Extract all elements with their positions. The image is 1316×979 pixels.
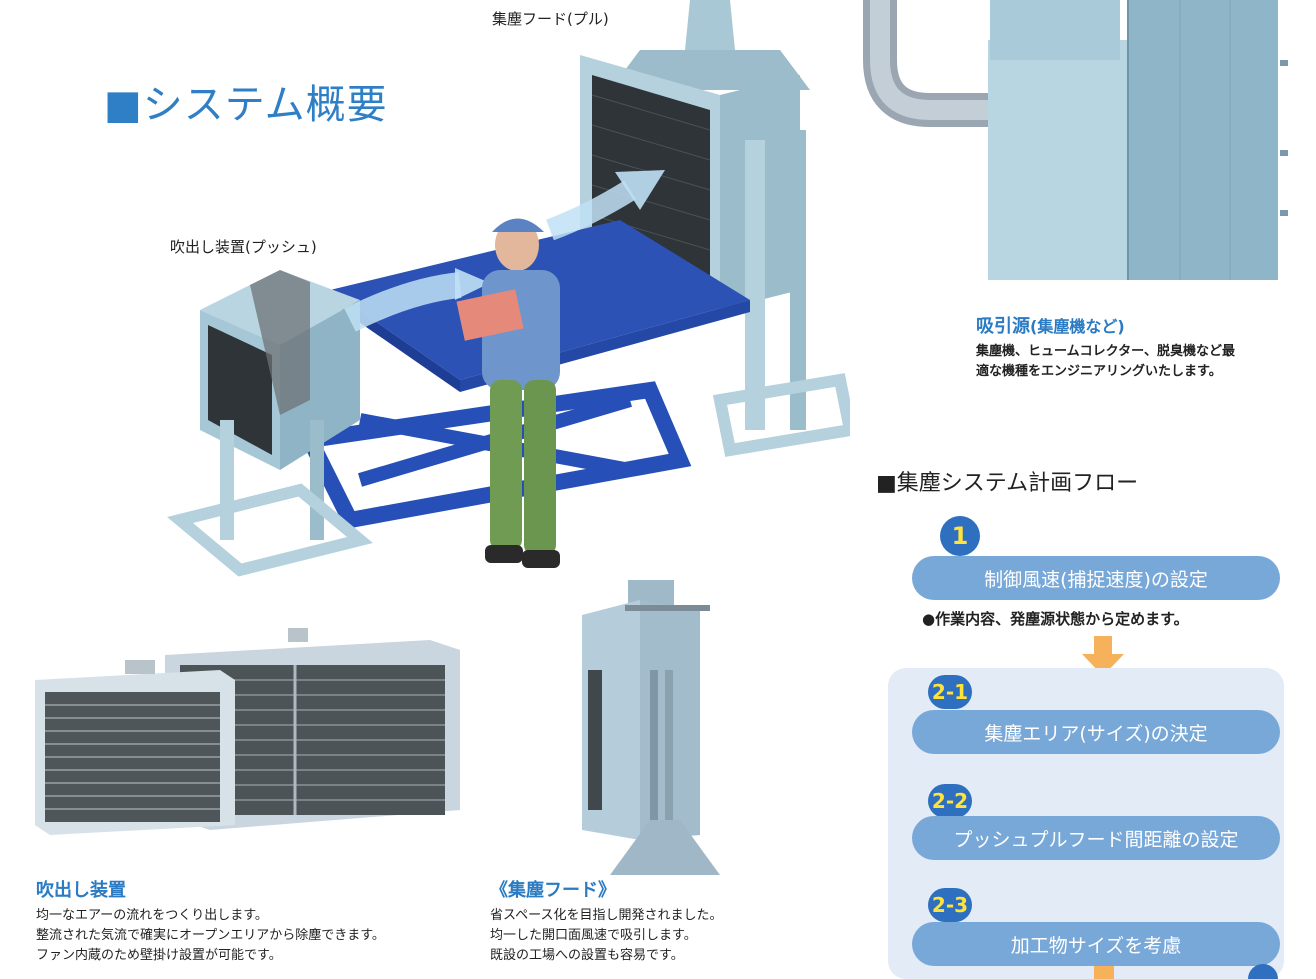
push-unit-description: 均一なエアーの流れをつくり出します。 整流された気流で確実にオープンエリアから除… — [36, 906, 385, 966]
step-1-badge: 1 — [940, 516, 980, 556]
push-unit-line-2: 整流された気流で確実にオープンエリアから除塵できます。 — [36, 928, 385, 943]
source-line-2: 適な機種をエンジニアリングいたします。 — [976, 364, 1222, 379]
push-unit-line-3: ファン内蔵のため壁掛け設置が可能です。 — [36, 948, 282, 963]
step-1-note: ●作業内容、発塵源状態から定めます。 — [922, 610, 1189, 628]
source-title: 吸引源(集塵機など) — [976, 312, 1125, 338]
push-label: 吹出し装置(プッシュ) — [170, 238, 317, 256]
push-unit-photo — [30, 620, 470, 850]
source-description: 集塵機、ヒュームコレクター、脱臭機など最 適な機種をエンジニアリングいたします。 — [976, 342, 1235, 382]
step-2-1-pill: 集塵エリア(サイズ)の決定 — [912, 710, 1280, 754]
step-1-pill: 制御風速(捕捉速度)の設定 — [912, 556, 1280, 600]
flow-arrow-continue-icon — [1094, 966, 1114, 979]
step-2-1-badge: 2-1 — [928, 675, 972, 709]
hood-label: 集塵フード(プル) — [492, 10, 609, 28]
push-unit-line-1: 均一なエアーの流れをつくり出します。 — [36, 908, 268, 923]
source-title-sub: (集塵機など) — [1030, 317, 1125, 336]
step-2-2-pill: プッシュプルフード間距離の設定 — [912, 816, 1280, 860]
push-unit-title: 吹出し装置 — [36, 880, 126, 901]
hood-unit-title: 《集塵フード》 — [490, 880, 616, 901]
step-2-3-pill: 加工物サイズを考慮 — [912, 922, 1280, 966]
push-pull-illustration — [160, 0, 850, 590]
hood-unit-line-3: 既設の工場への設置も容易です。 — [490, 948, 684, 963]
hood-photo — [570, 580, 720, 875]
source-title-main: 吸引源 — [976, 316, 1030, 337]
flow-arrow-down-icon — [1082, 636, 1124, 676]
dust-collector-illustration — [850, 0, 1316, 290]
source-line-1: 集塵機、ヒュームコレクター、脱臭機など最 — [976, 344, 1235, 359]
flow-heading: ■集塵システム計画フロー — [876, 471, 1139, 496]
next-step-badge-partial-icon — [1248, 962, 1278, 979]
hood-unit-description: 省スペース化を目指し開発されました。 均一した開口面風速で吸引します。 既設の工… — [490, 906, 722, 966]
step-2-2-badge: 2-2 — [928, 784, 972, 818]
hood-unit-line-2: 均一した開口面風速で吸引します。 — [490, 928, 697, 943]
page-title: ■システム概要 — [104, 82, 388, 128]
hood-unit-line-1: 省スペース化を目指し開発されました。 — [490, 908, 723, 923]
step-2-3-badge: 2-3 — [928, 888, 972, 922]
